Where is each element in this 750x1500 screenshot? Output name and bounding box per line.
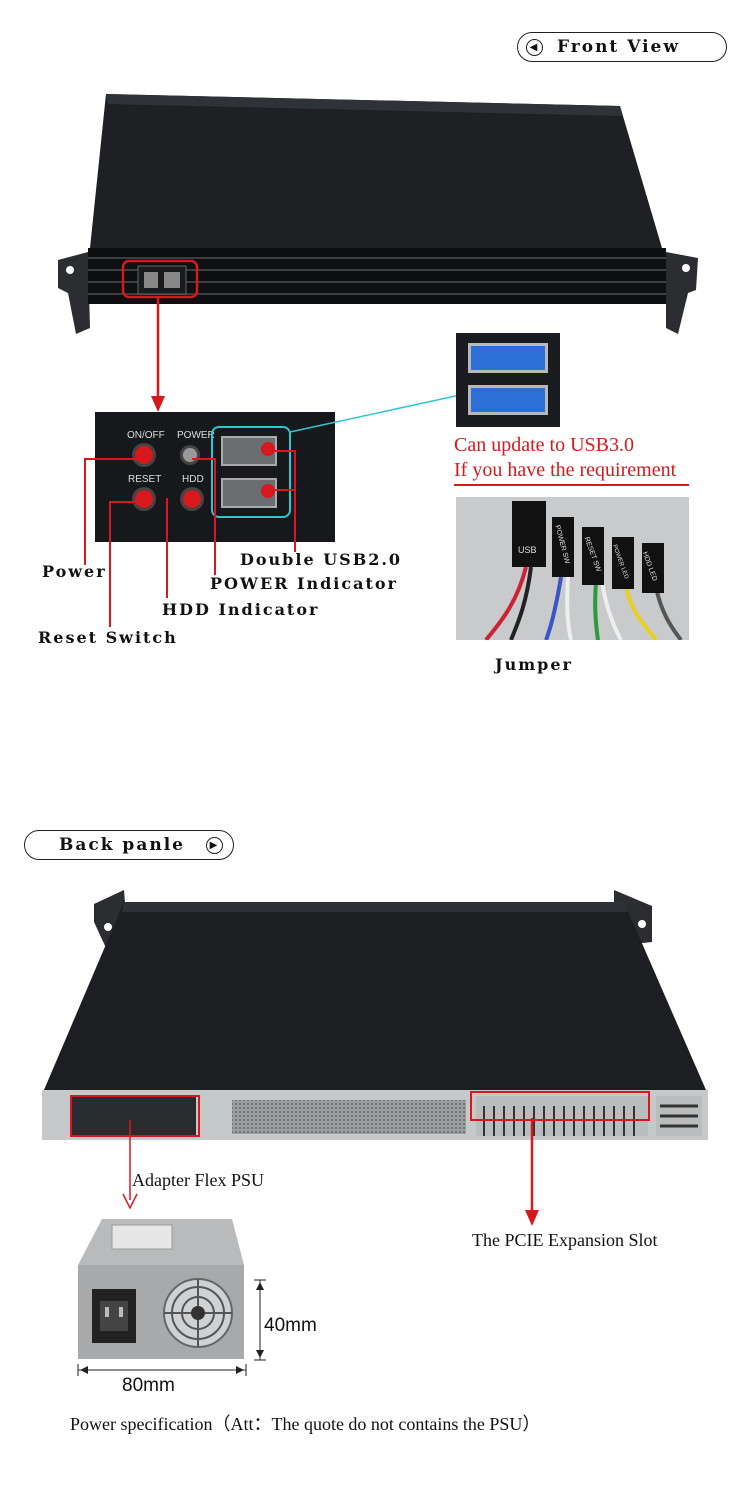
pcie-label: The PCIE Expansion Slot	[472, 1230, 658, 1250]
on-off-text: ON/OFF	[127, 430, 165, 441]
jumper-hddled-connector	[642, 543, 664, 593]
hdd-indicator-label: HDD Indicator	[162, 600, 320, 619]
jumper-caption: Jumper	[495, 655, 573, 674]
front-chassis-image	[58, 94, 698, 334]
hdd-text: HDD	[182, 474, 204, 485]
jumper-usb-connector	[512, 501, 546, 567]
jumper-image: USB POWER SW RESET SW POWER LED HDD LED	[456, 497, 689, 640]
back-panel-header: Back panle ▶	[24, 830, 234, 860]
double-usb-label: Double USB2.0	[240, 550, 403, 569]
dim-width-label: 80mm	[122, 1375, 175, 1396]
usb3-note-underline	[454, 484, 689, 486]
front-callout-lines	[84, 394, 461, 627]
usb-cyan-highlight	[211, 426, 291, 518]
dim-height-label: 40mm	[264, 1315, 317, 1336]
front-view-header: ◀ Front View	[517, 32, 727, 62]
back-panel-title: Back panle	[59, 835, 185, 855]
jumper-powerled-connector	[612, 537, 634, 589]
reset-text: RESET	[128, 474, 162, 485]
usb3-port-1	[468, 343, 548, 373]
jumper-powersw-connector	[552, 517, 574, 577]
arrow-left-icon: ◀	[526, 38, 543, 56]
power-indicator-label: POWER Indicator	[210, 574, 398, 593]
front-view-title: Front View	[557, 37, 680, 57]
reset-switch-label: Reset Switch	[38, 628, 178, 647]
back-chassis-image	[42, 890, 708, 1140]
usb3-ports-image	[456, 333, 560, 427]
psu-image	[78, 1219, 244, 1359]
jumper-resetsw-connector	[582, 527, 604, 585]
hdd-led-dot	[183, 490, 201, 508]
psu-dimension-lines	[77, 1279, 266, 1376]
power-spec-note: Power specification（Att：The quote do not…	[70, 1414, 541, 1434]
usb-port-dot-1	[261, 442, 275, 456]
front-arrow-down	[151, 296, 165, 412]
usb-port-dot-2	[261, 484, 275, 498]
usb3-note-line1: Can update to USB3.0	[454, 434, 634, 456]
psu-label: Adapter Flex PSU	[132, 1170, 264, 1190]
pcie-arrow-down	[525, 1118, 539, 1226]
arrow-right-icon: ▶	[206, 836, 223, 854]
psu-arrow-down	[122, 1120, 138, 1210]
usb3-note-line2: If you have the requirement	[454, 459, 677, 481]
power-label: Power	[42, 562, 107, 581]
power-text: POWER	[177, 430, 215, 441]
jumper-usb-text: USB	[518, 545, 537, 555]
reset-button-dot	[135, 490, 153, 508]
usb3-port-2	[468, 385, 548, 415]
